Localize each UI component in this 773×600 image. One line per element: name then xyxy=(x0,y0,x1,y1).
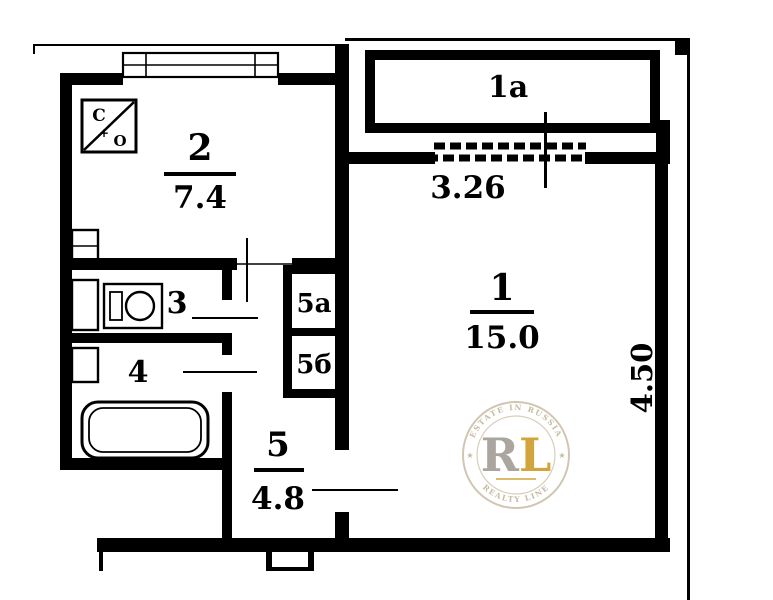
watermark-initials: RL xyxy=(481,428,552,482)
room-3-number: 3 xyxy=(167,286,188,321)
watermark-inner-ring xyxy=(476,415,556,495)
room-5-fraction-bar xyxy=(254,468,304,472)
watermark-star-right: ★ xyxy=(558,451,565,460)
room-2-area: 7.4 xyxy=(173,180,227,216)
toilet-fixtures xyxy=(70,278,164,332)
room-5a-number: 5a xyxy=(297,289,332,319)
room-2-fraction-bar xyxy=(164,172,236,176)
stove-symbol: C + O xyxy=(80,98,138,154)
stove-label-bottom: O xyxy=(113,132,126,150)
room-1-number: 1 xyxy=(489,267,514,309)
room-4-number: 4 xyxy=(128,355,149,390)
balcony-walls xyxy=(365,50,660,133)
watermark-star-left: ★ xyxy=(466,451,473,460)
room-labels: 2 7.4 1a 1 15.0 3 4 5a 5б 5 4.8 xyxy=(128,70,540,517)
watermark-outer-ring xyxy=(462,401,570,509)
door-openings xyxy=(183,238,398,491)
room-5b-number: 5б xyxy=(296,350,331,380)
stove-label-top: C xyxy=(92,106,106,126)
watermark: ESTATE IN RUSSIA REALTY LINE ★ ★ RL xyxy=(462,401,570,509)
radiator-kitchen xyxy=(70,228,100,264)
dimension-horizontal: 3.26 xyxy=(430,170,506,206)
room-5-area: 4.8 xyxy=(251,481,305,517)
building-outline xyxy=(33,38,690,600)
watermark-initial-l: L xyxy=(519,428,551,482)
bathtub-outline xyxy=(80,400,210,460)
walls xyxy=(60,44,670,571)
bathtub-inner xyxy=(88,407,202,453)
dimension-vertical: 4.50 xyxy=(625,343,659,414)
dimension-labels: 3.26 4.50 xyxy=(430,170,659,413)
bathroom-fixtures xyxy=(70,346,210,460)
watermark-initial-r: R xyxy=(481,428,520,482)
room-5-number: 5 xyxy=(266,425,290,465)
room-1-area: 15.0 xyxy=(464,320,540,356)
kitchen-window xyxy=(121,51,280,79)
stove-label-plus: + xyxy=(99,126,109,140)
room1-window-hatch xyxy=(434,112,586,188)
room-1-fraction-bar xyxy=(470,310,534,314)
room-1a-number: 1a xyxy=(488,70,528,105)
room-2-number: 2 xyxy=(187,127,212,169)
